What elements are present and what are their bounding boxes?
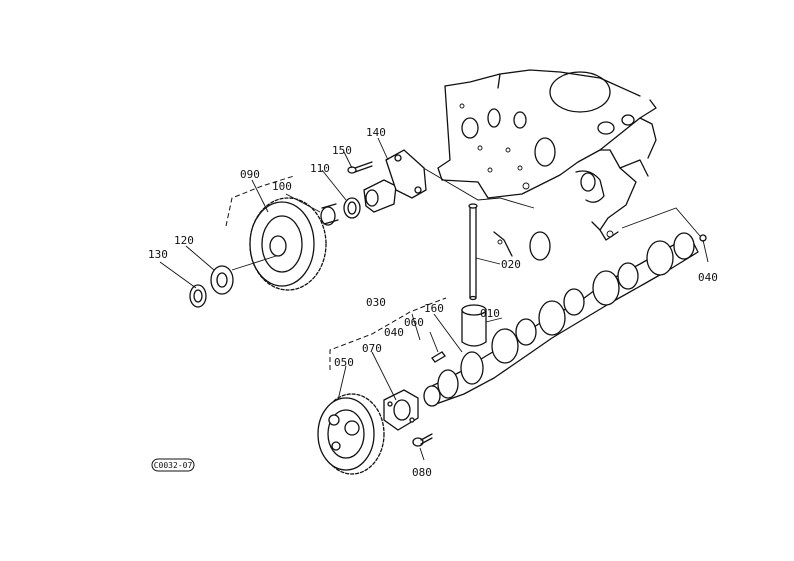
gear-key xyxy=(429,331,446,363)
label-150: 150 xyxy=(332,144,352,157)
label-140: 140 xyxy=(366,126,386,139)
engine-block xyxy=(419,69,701,261)
label-100: 100 xyxy=(272,180,292,193)
tappet xyxy=(461,304,503,347)
plate-bolt xyxy=(412,433,433,461)
label-130: 130 xyxy=(148,248,168,261)
label-110: 110 xyxy=(310,162,330,175)
washer xyxy=(343,197,361,219)
label-050: 050 xyxy=(334,356,354,369)
shaft-bolt xyxy=(347,161,373,174)
label-040-camshaft: 040 xyxy=(384,326,404,339)
group-bracket-090 xyxy=(225,175,295,227)
reference-code: C0032-07 xyxy=(154,461,193,470)
leader-lines xyxy=(159,137,463,401)
bushing xyxy=(320,203,339,226)
label-160: 160 xyxy=(424,302,444,315)
label-040-pin: 040 xyxy=(698,271,718,284)
push-rod xyxy=(468,203,501,301)
thrust-collar xyxy=(210,265,234,295)
group-bracket-030 xyxy=(329,297,447,370)
label-090: 090 xyxy=(240,168,260,181)
camshaft xyxy=(423,232,709,407)
label-020: 020 xyxy=(501,258,521,271)
label-080: 080 xyxy=(412,466,432,479)
idle-gear xyxy=(249,197,327,291)
label-070: 070 xyxy=(362,342,382,355)
axis-line-gear xyxy=(231,255,277,271)
label-030: 030 xyxy=(366,296,386,309)
label-010: 010 xyxy=(480,307,500,320)
snap-ring xyxy=(189,284,207,308)
label-060: 060 xyxy=(404,316,424,329)
reference-code-badge: C0032-07 xyxy=(151,458,195,472)
cam-gear xyxy=(317,393,385,475)
idle-gear-shaft xyxy=(363,149,427,213)
thrust-plate xyxy=(383,389,419,431)
label-120: 120 xyxy=(174,234,194,247)
